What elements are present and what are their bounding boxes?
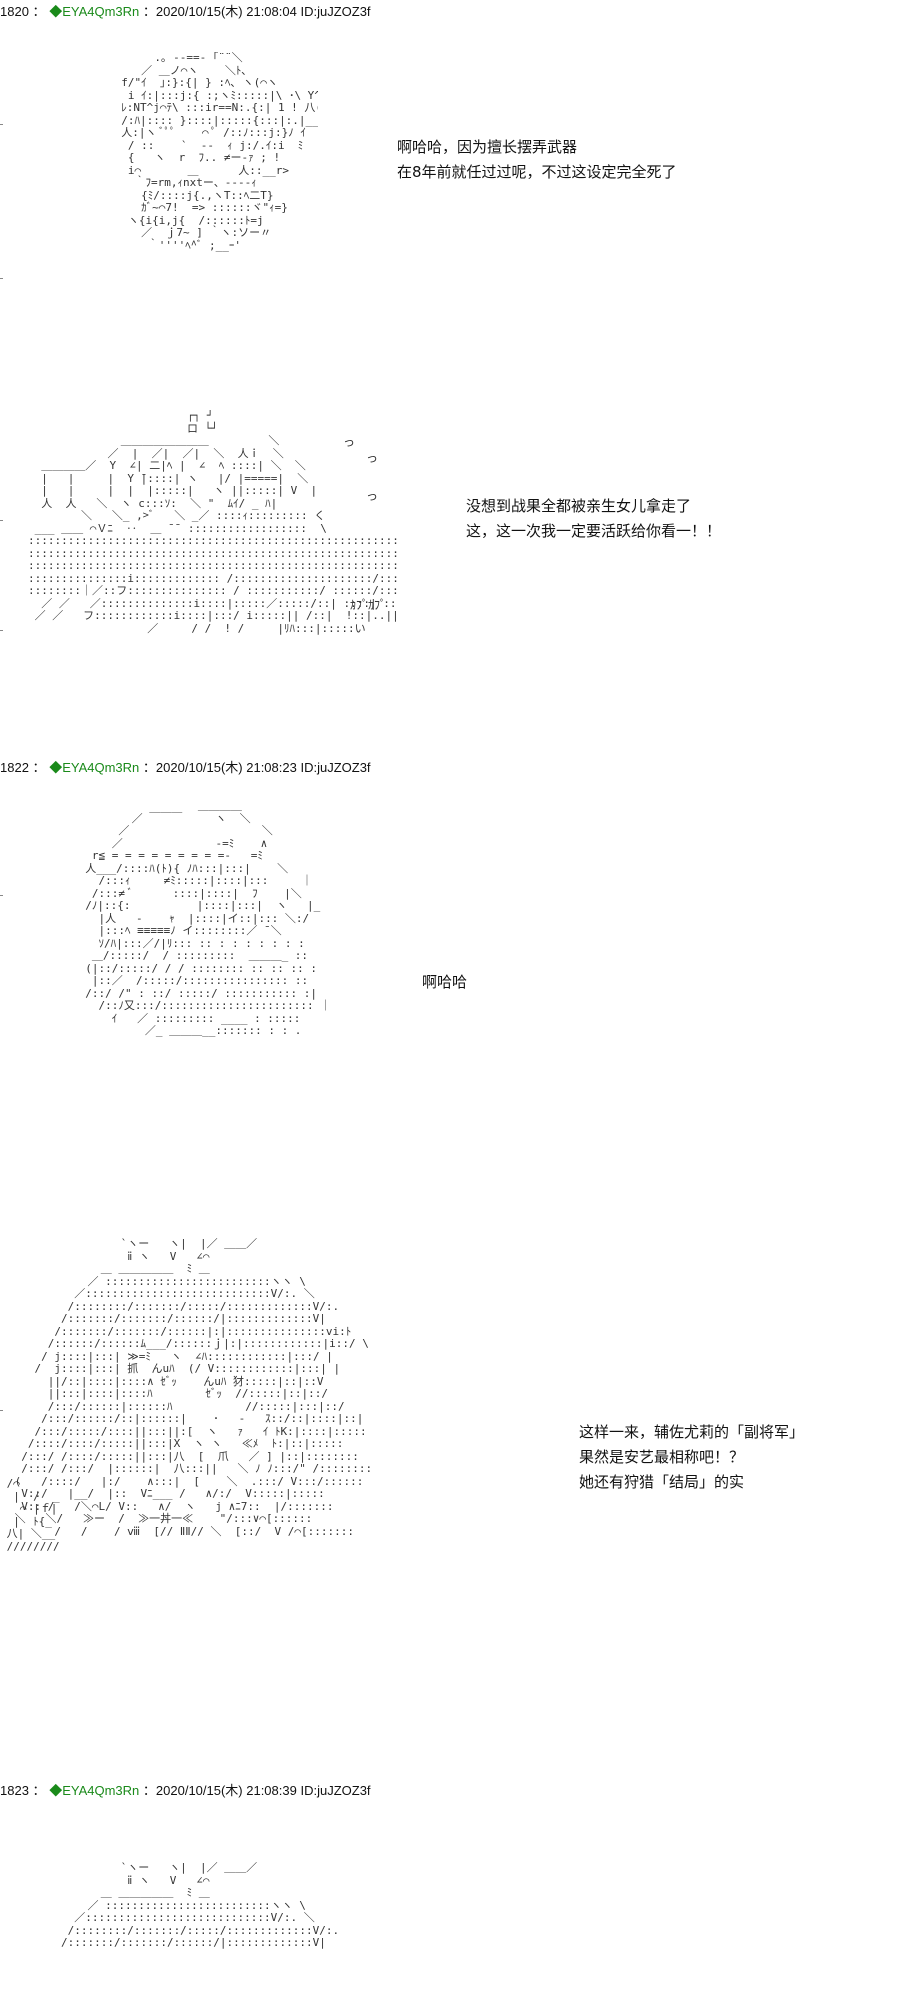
ascii-art-character-5: `ヽー ヽ| |／ ＿＿／ ⅱ ヽ V ∠⌒ ＿ ＿＿＿＿＿ ﾐ ＿ ／ :::… [60, 1862, 340, 1949]
post-datetime: ：2020/10/15(木) 21:08:04 [142, 4, 297, 19]
edge-mark [0, 895, 3, 896]
post-number: 1823 [0, 1783, 29, 1798]
dialogue-panel-4: 这样一来，辅佐尤莉的「副将军」 果然是安艺最相称吧！？ 她还有狩猎「结局」的实 [579, 1420, 804, 1495]
dialogue-line: 她还有狩猎「结局」的实 [579, 1473, 745, 1491]
post-separator: ： [32, 4, 46, 19]
sfx-tsu: っ [366, 489, 379, 503]
ascii-art-side-figure: /⌒ | / _ ⌒ |ｆ| | ﾄ{_ 八| ＼__ //////// [6, 1478, 60, 1553]
dialogue-line: 在8年前就任过过呢，不过这设定完全死了 [397, 163, 677, 181]
post-number: 1822 [0, 760, 29, 775]
post-id[interactable]: ID:juJZOZ3f [300, 760, 371, 775]
edge-mark [0, 278, 3, 279]
dialogue-panel-2: 没想到战果全都被亲生女儿拿走了 这，这一次我一定要活跃给你看一！！ [466, 494, 721, 544]
dialogue-line: 这样一来，辅佐尤莉的「副将军」 [579, 1423, 805, 1441]
edge-mark [0, 124, 3, 125]
ascii-art-character-2: ┌┐ ┘ ロ └┘ ＿＿＿＿＿＿＿＿ ＼ ／ | ／| ／| ＼ 人ｉ ＼ ＿＿… [28, 410, 398, 635]
post-datetime: ：2020/10/15(木) 21:08:23 [142, 760, 297, 775]
ascii-art-character-4: `ヽー ヽ| |／ ＿＿／ ⅱ ヽ V ∠⌒ ＿ ＿＿＿＿＿ ﾐ ＿ ／ :::… [14, 1238, 373, 1538]
trip-diamond-icon: ◆ [49, 760, 63, 775]
sfx-tsu: っ [366, 451, 379, 465]
post-header: 1822 ： ◆EYA4Qm3Rn ：2020/10/15(木) 21:08:2… [0, 757, 371, 776]
dialogue-line: 没想到战果全都被亲生女儿拿走了 [466, 497, 692, 515]
dialogue-line: 啊哈哈，因为擅长摆弄武器 [397, 138, 578, 156]
post-number: 1820 [0, 4, 29, 19]
sfx-kapukapu: ｶﾌﾟｶﾌﾟ [350, 598, 387, 612]
dialogue-line: 啊哈哈 [422, 973, 468, 991]
edge-mark [0, 1410, 3, 1411]
trip-diamond-icon: ◆ [49, 4, 63, 19]
edge-mark [0, 520, 3, 521]
dialogue-panel-1: 啊哈哈，因为擅长摆弄武器 在8年前就任过过呢，不过这设定完全死了 [397, 135, 677, 185]
post-id[interactable]: ID:juJZOZ3f [300, 4, 371, 19]
edge-mark [0, 630, 3, 631]
post-trip[interactable]: EYA4Qm3Rn [62, 760, 140, 775]
dialogue-line: 果然是安艺最相称吧！？ [579, 1448, 745, 1466]
ascii-art-character-1: .｡ -‐==‐ ｢¨¨＼ ／ ＿ノ⌒ヽ ＼ﾄ､ f/"ｲ ｣:}:{| } :… [121, 52, 318, 252]
post-header: 1820 ： ◆EYA4Qm3Rn ：2020/10/15(木) 21:08:0… [0, 1, 371, 20]
post-separator: ： [32, 760, 46, 775]
ascii-art-character-3: ＿＿＿＿ ／ ￣￣￣ ヽ ＼ ／ ＼ ／ -=ﾐ ∧ r≦ = = = = = … [85, 800, 332, 1037]
sfx-tsu: っ [343, 435, 356, 449]
trip-diamond-icon: ◆ [49, 1783, 63, 1798]
post-header: 1823 ： ◆EYA4Qm3Rn ：2020/10/15(木) 21:08:3… [0, 1780, 371, 1799]
dialogue-line: 这，这一次我一定要活跃给你看一！！ [466, 522, 722, 540]
post-datetime: ：2020/10/15(木) 21:08:39 [142, 1783, 297, 1798]
post-trip[interactable]: EYA4Qm3Rn [62, 1783, 140, 1798]
post-separator: ： [32, 1783, 46, 1798]
post-trip[interactable]: EYA4Qm3Rn [62, 4, 140, 19]
dialogue-panel-3: 啊哈哈 [422, 970, 467, 995]
post-id[interactable]: ID:juJZOZ3f [300, 1783, 371, 1798]
